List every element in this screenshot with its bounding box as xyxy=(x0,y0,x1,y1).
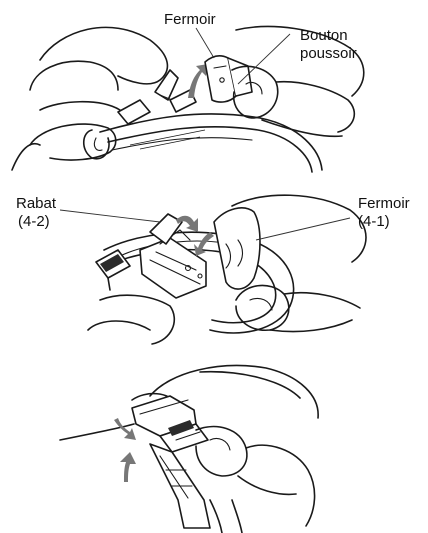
press-down-arrow-3 xyxy=(114,418,136,440)
closing-clasp-3 xyxy=(132,396,208,452)
step-2-panel: Rabat (4-2) Fermoir (4-1) xyxy=(16,195,410,344)
label-push-button-line1: Bouton xyxy=(300,27,348,44)
step-3-panel xyxy=(60,366,318,533)
raised-clasp-2 xyxy=(214,208,260,289)
left-end-link-2 xyxy=(96,250,130,290)
left-hand-1 xyxy=(12,27,167,170)
left-hand-2 xyxy=(88,295,174,344)
bracelet-band-1 xyxy=(100,114,322,172)
label-flap-line2: (4-2) xyxy=(18,213,50,230)
label-clasp-step1: Fermoir xyxy=(164,11,216,28)
close-arrow-2 xyxy=(194,232,214,256)
label-flap-line1: Rabat xyxy=(16,195,57,212)
press-up-arrow-3 xyxy=(120,452,136,482)
step-1-panel: Fermoir Bouton poussoir xyxy=(12,11,364,172)
label-clasp-4-1-line1: Fermoir xyxy=(358,195,410,212)
raised-clasp-1 xyxy=(205,56,252,102)
lift-arrow-1 xyxy=(188,64,208,98)
label-push-button-line2: poussoir xyxy=(300,45,357,62)
lower-hand-3 xyxy=(196,427,315,526)
label-clasp-4-1-line2: (4-1) xyxy=(358,213,390,230)
lower-band-3 xyxy=(150,444,242,533)
